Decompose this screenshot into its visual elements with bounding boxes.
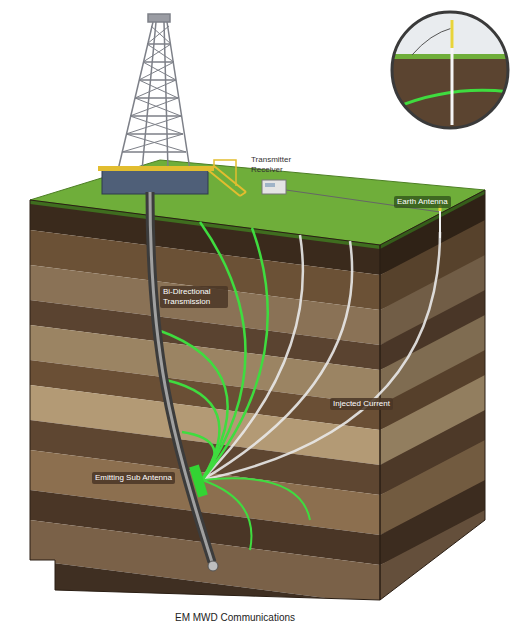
drill-string (150, 192, 212, 562)
inset-soil (390, 54, 510, 134)
emitting-sub (194, 466, 203, 496)
block-outline (380, 190, 485, 600)
grass-edge (30, 200, 380, 249)
bidirectional-arc (202, 232, 440, 480)
earth-strata (30, 190, 485, 636)
current-arc (202, 478, 310, 520)
drill-string-highlight (150, 192, 212, 562)
label: Injected Current (330, 398, 393, 410)
crown-block (148, 14, 170, 22)
inset-pole (451, 20, 454, 125)
inset-grass (390, 54, 510, 59)
bidirectional-arc (202, 241, 352, 480)
substructure (102, 170, 208, 194)
caption: EM MWD Communications (0, 612, 470, 623)
label: Earth Antenna (394, 196, 451, 208)
stairs (208, 166, 246, 196)
inset-frame (392, 12, 508, 128)
derrick-brace (122, 26, 186, 152)
rig-floor (98, 166, 214, 171)
label: Bi-Directional Transmission (160, 286, 228, 308)
label: Emitting Sub Antenna (92, 472, 175, 484)
grass-edge (380, 190, 485, 249)
handrail (214, 160, 236, 186)
display (265, 183, 275, 187)
label: Transmitter Receiver (248, 154, 310, 176)
derrick (118, 14, 190, 170)
drill-bit (208, 561, 218, 571)
current-arc (202, 228, 268, 480)
side-shade (380, 190, 485, 600)
earth-antenna (439, 205, 441, 238)
inset-wire (412, 28, 452, 55)
inset-pole-tip (451, 20, 454, 48)
inset (390, 10, 510, 134)
signal-arcs (158, 222, 440, 550)
transmitter-box (262, 180, 286, 194)
